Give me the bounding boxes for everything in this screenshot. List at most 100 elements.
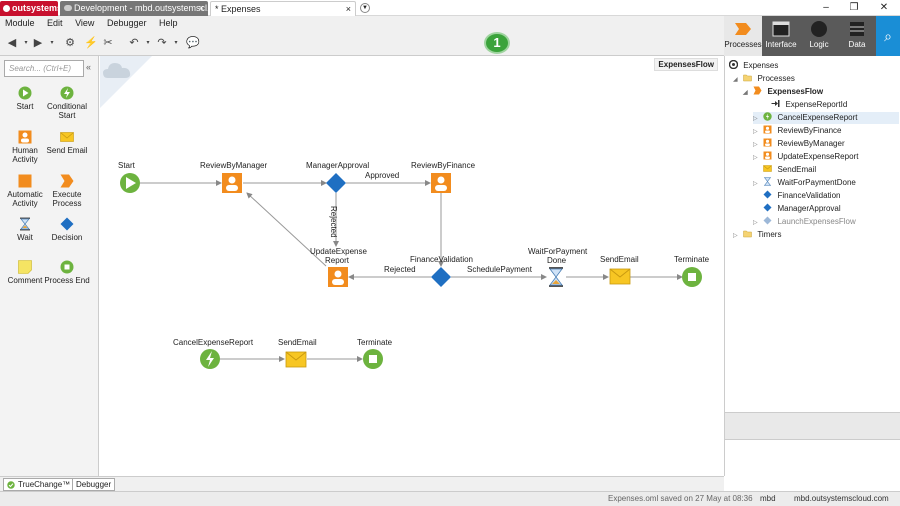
menu-edit[interactable]: Edit — [47, 18, 63, 28]
node-label-send-email: SendEmail — [600, 255, 639, 264]
node-manager-approval[interactable] — [326, 173, 346, 193]
close-icon[interactable]: × — [198, 3, 204, 13]
back-dropdown-icon[interactable]: ▾ — [24, 40, 28, 46]
collapse-toolbox-icon[interactable]: « — [86, 62, 92, 72]
tab-interface-label: Interface — [765, 40, 797, 49]
comment-bubble-icon[interactable]: 💬 — [186, 37, 200, 49]
tool-label: Wait — [17, 233, 33, 242]
forward-dropdown-icon[interactable]: ▾ — [50, 40, 54, 46]
tree-item[interactable]: ▷ LaunchExpensesFlow — [753, 216, 856, 228]
tab-expenses[interactable]: * Expenses × — [210, 1, 356, 16]
decision-diamond-icon — [60, 217, 74, 231]
edge-label-schedule-payment: SchedulePayment — [467, 265, 532, 274]
node-cancel-expense-report[interactable] — [200, 349, 220, 369]
tree-item[interactable]: ▷ UpdateExpenseReport — [753, 151, 858, 163]
node-terminate-2[interactable] — [363, 349, 383, 369]
tree-flow-label: ExpensesFlow — [767, 87, 824, 96]
toolbox-search-input[interactable]: Search... (Ctrl+E) — [4, 60, 84, 77]
search-icon[interactable]: ⌕ — [876, 16, 900, 56]
tool-start[interactable]: Start — [2, 86, 48, 111]
tree-flow[interactable]: ◢ ExpensesFlow — [743, 86, 823, 98]
redo-dropdown-icon[interactable]: ▾ — [174, 40, 178, 46]
outsystems-logo-tab[interactable]: outsystems — [0, 1, 58, 16]
tree-item[interactable]: ▷ ReviewByFinance — [753, 125, 842, 137]
tree-root[interactable]: Expenses — [729, 60, 778, 72]
tab-development[interactable]: Development - mbd.outsystemscl... × — [60, 1, 208, 16]
status-user: mbd — [760, 494, 776, 503]
tool-human-activity[interactable]: Human Activity — [2, 130, 48, 164]
node-label-review-finance: ReviewByFinance — [411, 161, 476, 170]
node-wait-for-payment-done[interactable] — [549, 267, 563, 287]
expand-icon[interactable]: ▷ — [753, 181, 758, 187]
node-review-by-finance[interactable] — [431, 173, 451, 193]
tab-data[interactable]: Data — [838, 16, 876, 56]
expand-icon[interactable]: ▷ — [753, 129, 758, 135]
node-send-email-2[interactable] — [285, 351, 307, 368]
human-activity-icon — [763, 151, 772, 160]
node-review-by-manager[interactable] — [222, 173, 242, 193]
redo-icon[interactable]: ↷ — [157, 37, 167, 49]
node-send-email[interactable] — [609, 268, 631, 285]
tool-wait[interactable]: Wait — [2, 217, 48, 242]
tree-item[interactable]: ▷ ReviewByManager — [753, 138, 845, 150]
expand-icon[interactable]: ▷ — [753, 116, 758, 122]
close-window-icon[interactable]: ✕ — [879, 2, 889, 13]
tab-processes[interactable]: Processes — [724, 16, 762, 56]
tree-item-selected[interactable]: ▷ CancelExpenseReport — [753, 112, 899, 124]
node-update-expense-report[interactable] — [328, 267, 348, 287]
node-terminate[interactable] — [682, 267, 702, 287]
edge-update-report-to-review-manager[interactable] — [246, 192, 327, 267]
interface-icon — [772, 21, 790, 37]
tab-logic[interactable]: Logic — [800, 16, 838, 56]
tool-decision[interactable]: Decision — [44, 217, 90, 242]
expand-icon[interactable]: ▷ — [753, 142, 758, 148]
tool-automatic-activity[interactable]: Automatic Activity — [2, 174, 48, 208]
menu-module[interactable]: Module — [5, 18, 35, 28]
node-start[interactable] — [120, 173, 140, 193]
menu-help[interactable]: Help — [159, 18, 178, 28]
close-icon[interactable]: × — [345, 4, 351, 14]
node-finance-validation[interactable] — [431, 267, 451, 287]
tab-truechange[interactable]: TrueChange™ — [3, 478, 75, 491]
tree-processes-folder[interactable]: ◢ Processes — [733, 73, 795, 85]
maximize-icon[interactable]: ❐ — [849, 2, 859, 13]
tab-debugger-label: Debugger — [76, 480, 112, 489]
forward-icon[interactable]: ▶ — [33, 37, 43, 49]
human-activity-icon — [763, 125, 772, 134]
tree-timers-folder[interactable]: ▷ Timers — [733, 229, 781, 241]
tool-execute-process[interactable]: Execute Process — [44, 174, 90, 208]
tree-item[interactable]: FinanceValidation — [753, 190, 840, 202]
node-label-update-report-line1: UpdateExpense — [310, 247, 367, 256]
expand-icon[interactable]: ▷ — [733, 233, 738, 239]
undo-icon[interactable]: ↶ — [129, 37, 139, 49]
tool-comment[interactable]: Comment — [2, 260, 48, 285]
plugin-connect-icon[interactable]: ⚡ — [84, 37, 98, 49]
undo-dropdown-icon[interactable]: ▾ — [146, 40, 150, 46]
tree-item[interactable]: ▷ WaitForPaymentDone — [753, 177, 856, 189]
gear-icon[interactable]: ⚙ — [65, 37, 75, 49]
tool-conditional-start[interactable]: Conditional Start — [44, 86, 90, 120]
back-icon[interactable]: ◀ — [7, 37, 17, 49]
process-flow-canvas[interactable]: ExpensesFlow — [100, 56, 722, 476]
tab-list-dropdown-icon[interactable]: ▼ — [360, 3, 370, 13]
tab-interface[interactable]: Interface — [762, 16, 800, 56]
minimize-icon[interactable]: – — [823, 2, 829, 13]
expand-icon[interactable]: ▷ — [753, 155, 758, 161]
tool-process-end[interactable]: Process End — [44, 260, 90, 285]
conditional-start-icon — [60, 86, 74, 100]
tree-item[interactable]: ManagerApproval — [753, 203, 841, 215]
plugin-disconnect-icon[interactable]: ✂ — [103, 37, 113, 49]
properties-panel — [724, 412, 900, 476]
tab-debugger[interactable]: Debugger — [72, 478, 116, 491]
tree-item[interactable]: SendEmail — [753, 164, 816, 176]
expand-icon[interactable]: ◢ — [743, 90, 748, 96]
publish-step-badge[interactable]: 1 — [484, 32, 510, 54]
tool-send-email[interactable]: Send Email — [44, 130, 90, 155]
launch-action-icon — [763, 216, 772, 225]
menu-view[interactable]: View — [75, 18, 95, 28]
expand-icon[interactable]: ◢ — [733, 77, 738, 83]
expand-icon[interactable]: ▷ — [753, 220, 758, 226]
menu-debugger[interactable]: Debugger — [106, 18, 147, 28]
folder-icon — [743, 74, 752, 82]
tree-item[interactable]: ExpenseReportId — [761, 99, 847, 111]
